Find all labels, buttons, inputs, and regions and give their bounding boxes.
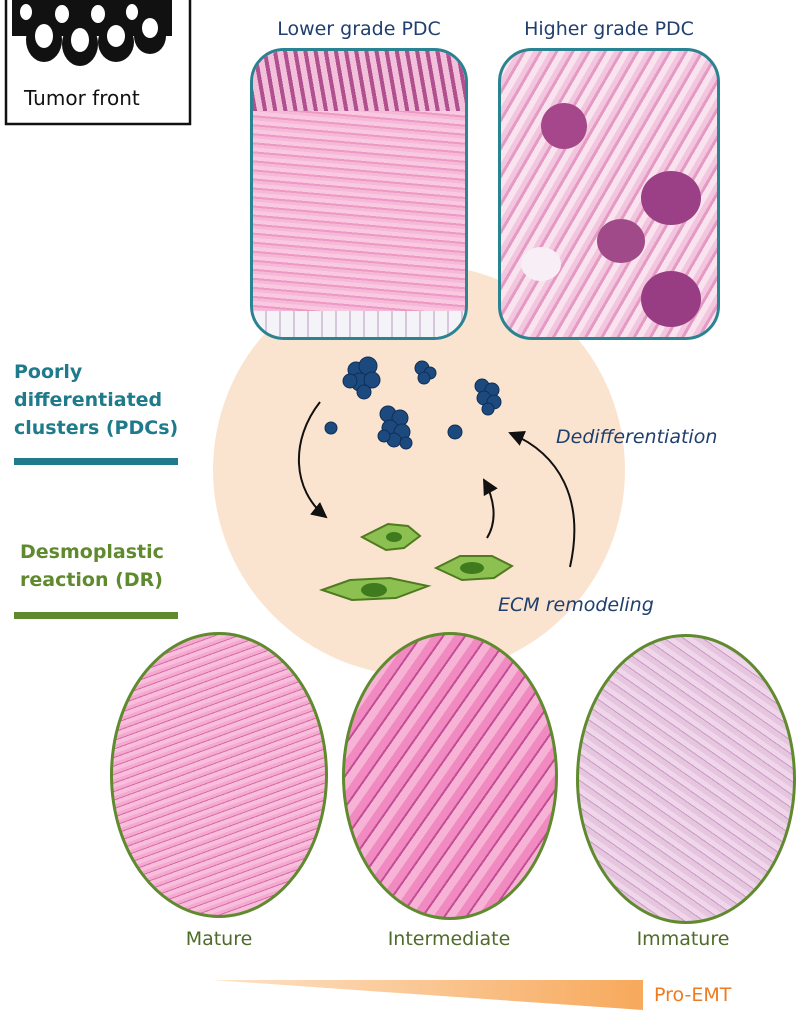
- ecm-remodeling-label: ECM remodeling: [498, 594, 654, 616]
- lower-grade-pdc-title: Lower grade PDC: [277, 18, 441, 40]
- pro-emt-gradient: [212, 980, 643, 1010]
- dr-intermediate-caption: Intermediate: [387, 928, 511, 950]
- dr-underline: [14, 612, 178, 619]
- ecm-remodeling-arrow: [508, 431, 576, 568]
- dr-mature-image: [110, 632, 328, 918]
- tumor-microenvironment-circle: [213, 264, 625, 676]
- pdc-side-label: Poorly differentiated clusters (PDCs): [14, 361, 179, 439]
- dedifferentiation-arrow-left: [298, 401, 328, 519]
- fibroblast-cells: [318, 522, 514, 602]
- dr-immature-image: [576, 634, 796, 924]
- tumor-front-label: Tumor front: [24, 86, 140, 110]
- tumor-front-icon: [4, 0, 192, 126]
- higher-grade-pdc-image: [498, 48, 720, 340]
- dedifferentiation-label: Dedifferentiation: [556, 426, 718, 448]
- dedifferentiation-arrow-middle: [483, 478, 498, 539]
- pdc-clusters: [324, 356, 502, 450]
- pro-emt-label: Pro-EMT: [654, 984, 732, 1006]
- dr-mature-caption: Mature: [185, 928, 253, 950]
- dr-immature-caption: Immature: [636, 928, 730, 950]
- dr-intermediate-image: [342, 632, 558, 920]
- pdc-underline: [14, 458, 178, 465]
- higher-grade-pdc-title: Higher grade PDC: [524, 18, 694, 40]
- dr-side-label: Desmoplastic reaction (DR): [20, 541, 164, 591]
- lower-grade-pdc-image: [250, 48, 468, 340]
